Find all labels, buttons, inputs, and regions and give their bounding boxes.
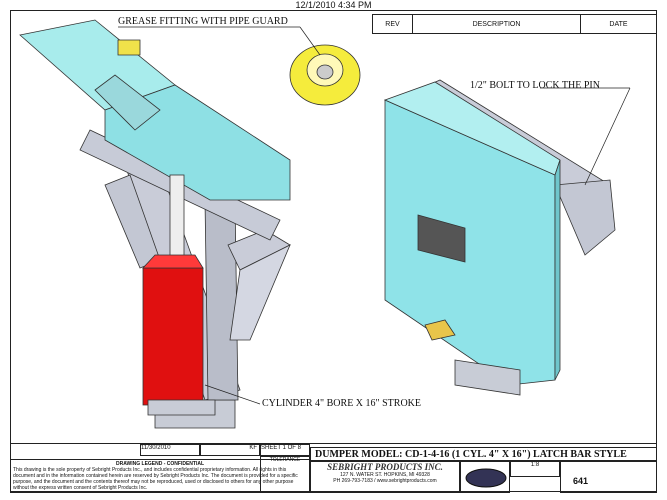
sheet-value: SHEET 1 OF 8 xyxy=(261,445,301,451)
scale-cell: 1:8 xyxy=(510,461,560,477)
tolerance-label: TOLERANCE xyxy=(269,457,301,463)
dwg-no-cell: 641 xyxy=(560,461,657,493)
left-dumper-view xyxy=(19,19,291,429)
date-cell: 11/30/2010 xyxy=(140,444,200,456)
company-name: SEBRIGHT PRODUCTS INC. xyxy=(327,462,443,472)
drawn-by-value: KF xyxy=(249,445,257,451)
description-header: DESCRIPTION xyxy=(413,15,581,33)
right-dumper-view xyxy=(383,79,616,396)
legend-title: DRAWING LEGEND - CONFIDENTIAL xyxy=(115,461,205,467)
rev-header: REV xyxy=(373,15,413,33)
title-block: DRAWING LEGEND - CONFIDENTIAL This drawi… xyxy=(10,443,657,493)
leader-lines xyxy=(118,26,631,405)
callout-lock-bolt: 1/2" BOLT TO LOCK THE PIN xyxy=(470,80,600,91)
logo-cell xyxy=(460,461,510,493)
drawn-by-cell: KF xyxy=(200,444,260,456)
company-phone: PH 269-793-7183 / www.sebrightproducts.c… xyxy=(333,478,437,484)
disclaimer-text: This drawing is the sole property of Seb… xyxy=(13,467,298,491)
date-value: 11/30/2010 xyxy=(141,445,171,451)
grease-fitting-detail xyxy=(289,44,361,106)
drawing-sheet-border xyxy=(10,10,657,492)
dwg-no-value: 641 xyxy=(573,476,589,486)
print-timestamp: 12/1/2010 4:34 PM xyxy=(295,0,372,10)
scale-value: 1:8 xyxy=(530,462,540,468)
date-header: DATE xyxy=(609,20,628,28)
tolerance-cell: TOLERANCE xyxy=(260,456,310,493)
callout-grease-fitting: GREASE FITTING WITH PIPE GUARD xyxy=(118,16,288,27)
company-cell: SEBRIGHT PRODUCTS INC. 127 N. WATER ST. … xyxy=(310,461,460,493)
sheet-cell: SHEET 1 OF 8 xyxy=(260,444,310,456)
company-logo-icon xyxy=(465,468,507,488)
revision-table: REV DESCRIPTION DATE xyxy=(372,14,657,34)
callout-cylinder: CYLINDER 4" BORE X 16" STROKE xyxy=(262,398,421,409)
company-address: 127 N. WATER ST. HOPKINS, MI 49328 xyxy=(340,472,430,478)
drawing-title: DUMPER MODEL: CD-1-4-16 (1 CYL. 4" X 16"… xyxy=(310,447,657,461)
